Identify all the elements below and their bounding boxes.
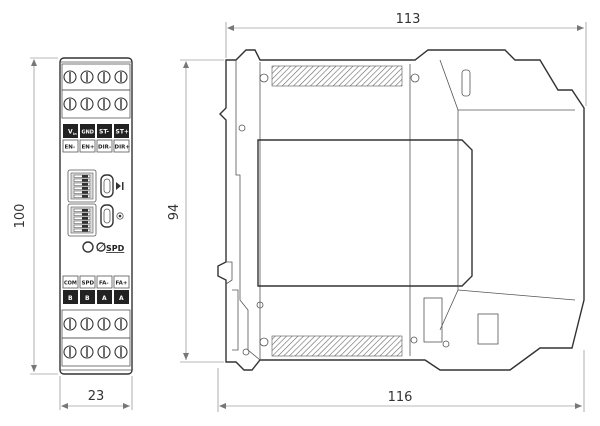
dip-knob [82,175,88,178]
front-housing [59,57,133,375]
label-fa-plus: FA+ [116,281,128,287]
dip-switch-lower [67,203,97,237]
record-icon [116,212,124,220]
terminal-screw [97,97,111,111]
terminal-screw [114,70,128,84]
label-dir-minus: DIR- [98,145,111,151]
dip-knob [82,225,88,228]
terminal-screw [80,70,94,84]
top-terminal-block [61,63,131,119]
bottom-label-row: B B A A [63,290,129,304]
label-dir-plus: DIR+ [115,145,131,151]
label-b1: B [68,295,73,302]
dip-knob [82,195,88,198]
label-en-plus: EN+ [82,145,95,151]
spd-label: SPD [106,244,125,253]
terminal-screw [63,70,77,84]
terminal-screw [63,317,77,331]
play-icon [116,182,121,190]
side-slot-right [477,313,499,345]
label-st-plus: ST+ [116,129,129,136]
label-en-minus: EN- [65,145,76,151]
front-height-dimension: 100 [13,57,58,375]
side-top-width-value: 113 [396,12,421,27]
dip-knob [82,187,88,190]
dip-knob [82,221,88,224]
front-height-value: 100 [13,204,28,229]
terminal-screw [114,317,128,331]
side-bottom-width-dimension: 116 [217,350,585,412]
reset-button [100,204,124,228]
label-gnd: GND [82,130,94,136]
label-vin: V [68,129,73,136]
label-a1: A [102,295,107,302]
terminal-screw [97,70,111,84]
label-vin-subscript: in [73,132,77,136]
label-fa-minus: FA- [99,281,109,287]
dip-knob [82,209,88,212]
terminal-screw [97,317,111,331]
side-bottom-width-value: 116 [388,390,413,405]
front-width-dimension: 23 [59,376,133,410]
terminal-screw [97,345,111,359]
play-pause-button [100,174,124,198]
terminal-screw [80,317,94,331]
label-com: COM [64,281,77,287]
label-a2: A [119,295,124,302]
bottom-vents [271,335,403,357]
dip-knob [82,229,88,232]
front-view: V in GND ST- ST+ EN- EN+ DIR- DIR+ [59,57,133,375]
side-slot-left [423,297,443,343]
side-view [217,49,585,371]
second-label-row: EN- EN+ DIR- DIR+ [62,139,131,153]
terminal-screw [80,345,94,359]
terminal-screw [63,97,77,111]
dip-knob [82,191,88,194]
dip-knob [82,183,88,186]
lower-label-row: COM SPD FA- FA+ [62,275,130,289]
label-b2: B [85,295,90,302]
front-width-value: 23 [88,389,105,404]
side-height-value: 94 [167,204,182,221]
mount-hole [259,73,269,83]
spd-potentiometer: SPD [82,241,125,253]
bottom-terminal-block [61,309,131,367]
terminal-screw [114,97,128,111]
side-housing-outline [217,49,585,371]
dip-knob [82,179,88,182]
dip-switch-upper [67,169,97,203]
top-vents [271,65,403,87]
upper-label-row: V in GND ST- ST+ [63,124,129,138]
label-st-minus: ST- [99,129,110,136]
side-top-width-dimension: 113 [225,12,587,106]
side-height-dimension: 94 [167,59,224,363]
terminal-screw [80,97,94,111]
label-area [257,139,473,287]
side-slot-upper [461,69,471,97]
terminal-screw [114,345,128,359]
label-spd-terminal: SPD [82,281,95,287]
dip-knob [82,217,88,220]
dip-knob [82,213,88,216]
terminal-screw [63,345,77,359]
